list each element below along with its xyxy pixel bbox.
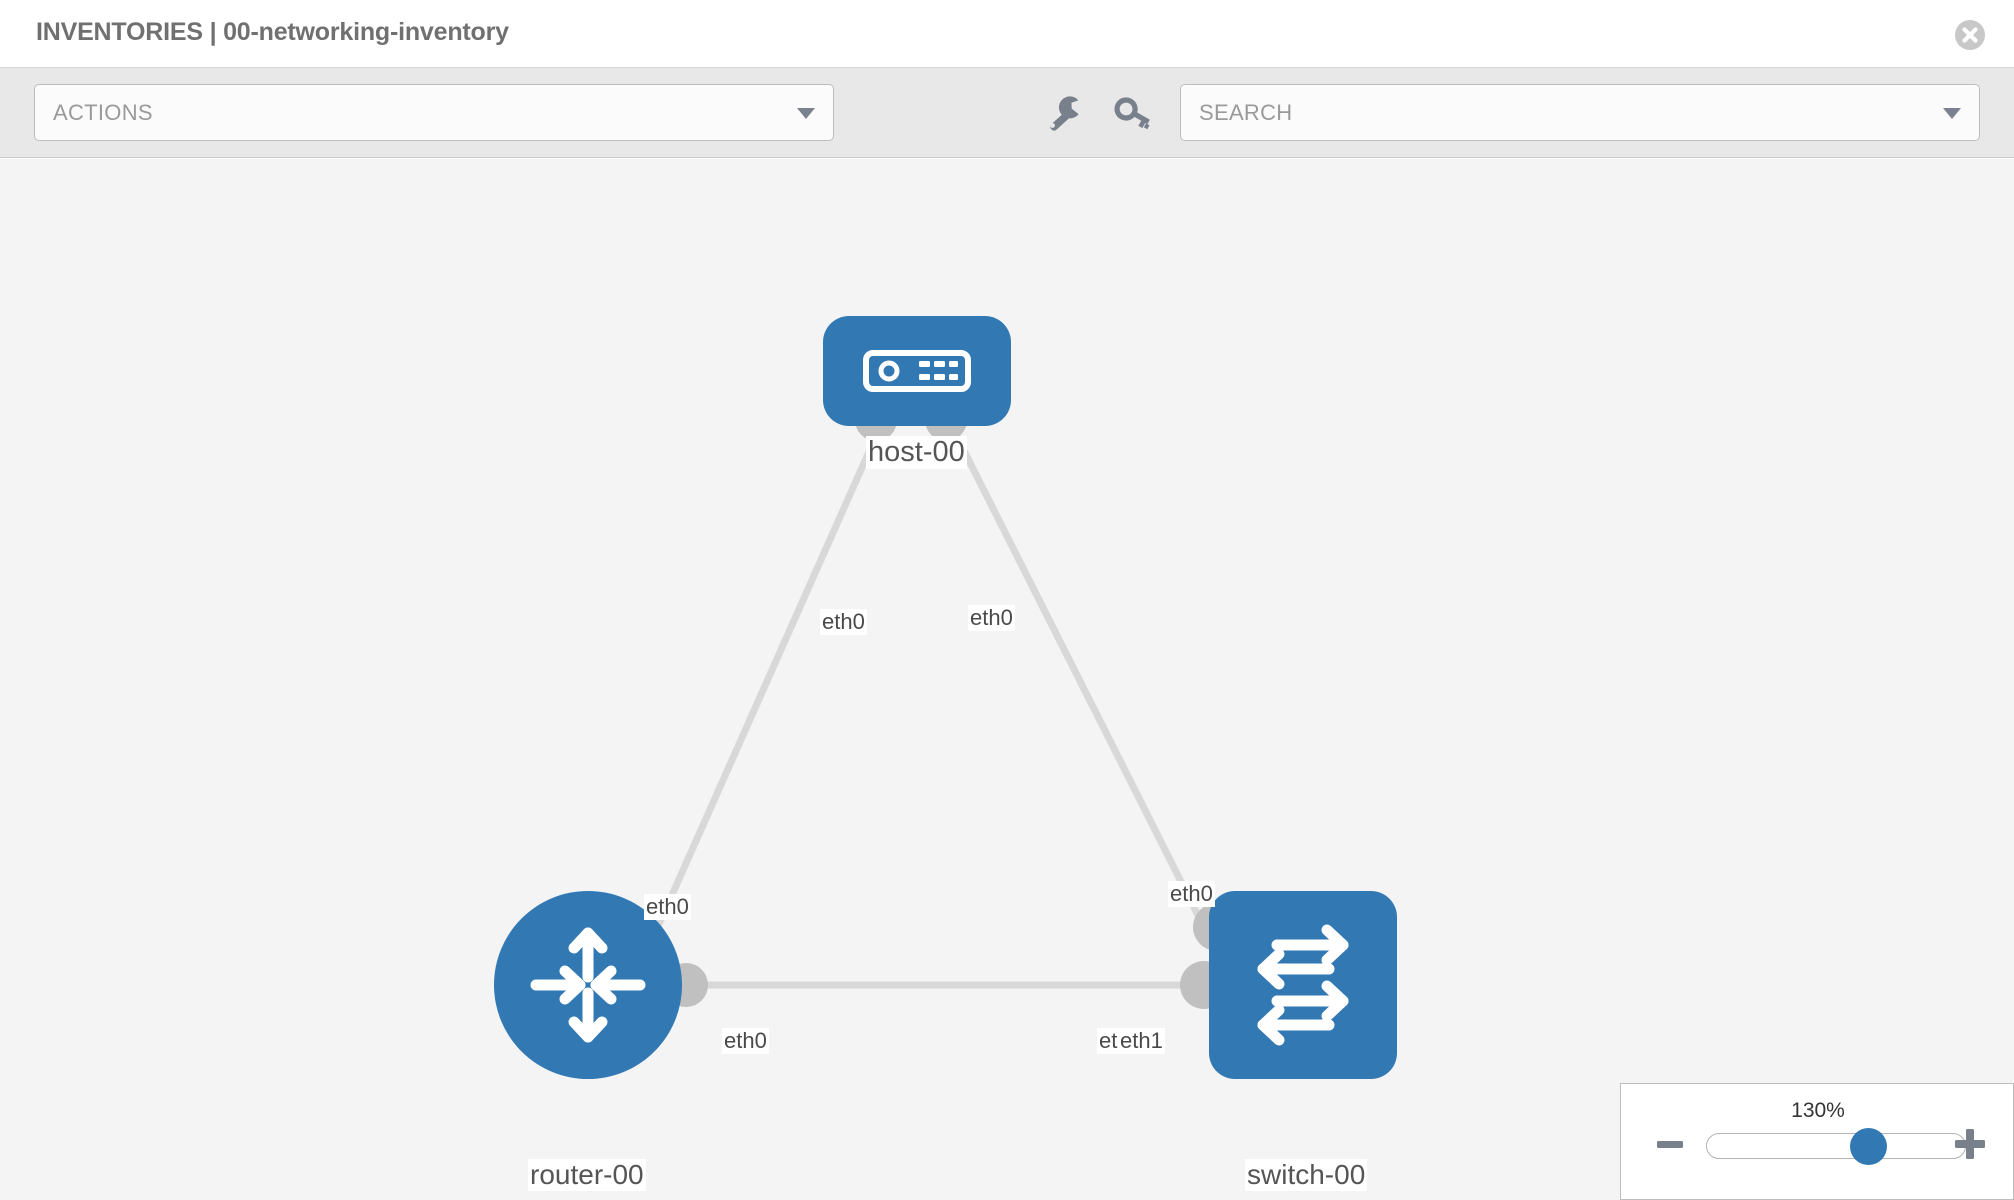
node-router-00 [494,891,682,1079]
search-input[interactable]: SEARCH [1180,84,1980,141]
key-icon[interactable] [1110,90,1156,136]
zoom-control-panel: 130% [1620,1083,2014,1200]
topology-edges [644,425,1219,989]
page-title: INVENTORIES | 00-networking-inventory [36,18,509,46]
chevron-down-icon [797,108,815,119]
search-placeholder: SEARCH [1199,100,1293,125]
node-router-00-shape[interactable] [494,891,682,1079]
node-switch-00 [1209,891,1397,1079]
node-host-00-shape[interactable] [823,316,1011,426]
page-header: INVENTORIES | 00-networking-inventory [0,0,2014,68]
edge-label-router-right: eth0 [722,1028,769,1054]
router-arrows-icon [530,927,646,1043]
zoom-slider-thumb[interactable] [1850,1128,1887,1165]
actions-dropdown-label: ACTIONS [53,100,153,125]
zoom-level-value: 130% [1791,1099,1845,1122]
minus-icon[interactable] [1657,1132,1683,1158]
wrench-icon[interactable] [1042,90,1088,136]
switch-arrows-icon [1257,924,1349,1046]
plus-icon[interactable] [1955,1129,1985,1159]
edge-label-router-up: eth0 [644,894,691,920]
edge-label-host-left: eth0 [820,609,867,635]
server-icon [863,350,971,392]
node-switch-00-shape[interactable] [1209,891,1397,1079]
actions-dropdown[interactable]: ACTIONS [34,84,834,141]
topology-canvas[interactable]: host-00 [0,159,2014,1200]
edge-label-host-right: eth0 [968,605,1015,631]
node-host-00-label: host-00 [866,436,967,469]
zoom-slider[interactable] [1706,1128,1966,1165]
node-host-00 [823,316,1011,426]
node-switch-00-label: switch-00 [1245,1159,1368,1191]
edge-label-switch-left-b: eth1 [1118,1028,1165,1054]
edge-label-switch-up: eth0 [1168,881,1215,907]
node-router-00-label: router-00 [528,1159,646,1191]
chevron-down-icon[interactable] [1943,108,1961,119]
close-icon[interactable] [1955,20,1985,50]
